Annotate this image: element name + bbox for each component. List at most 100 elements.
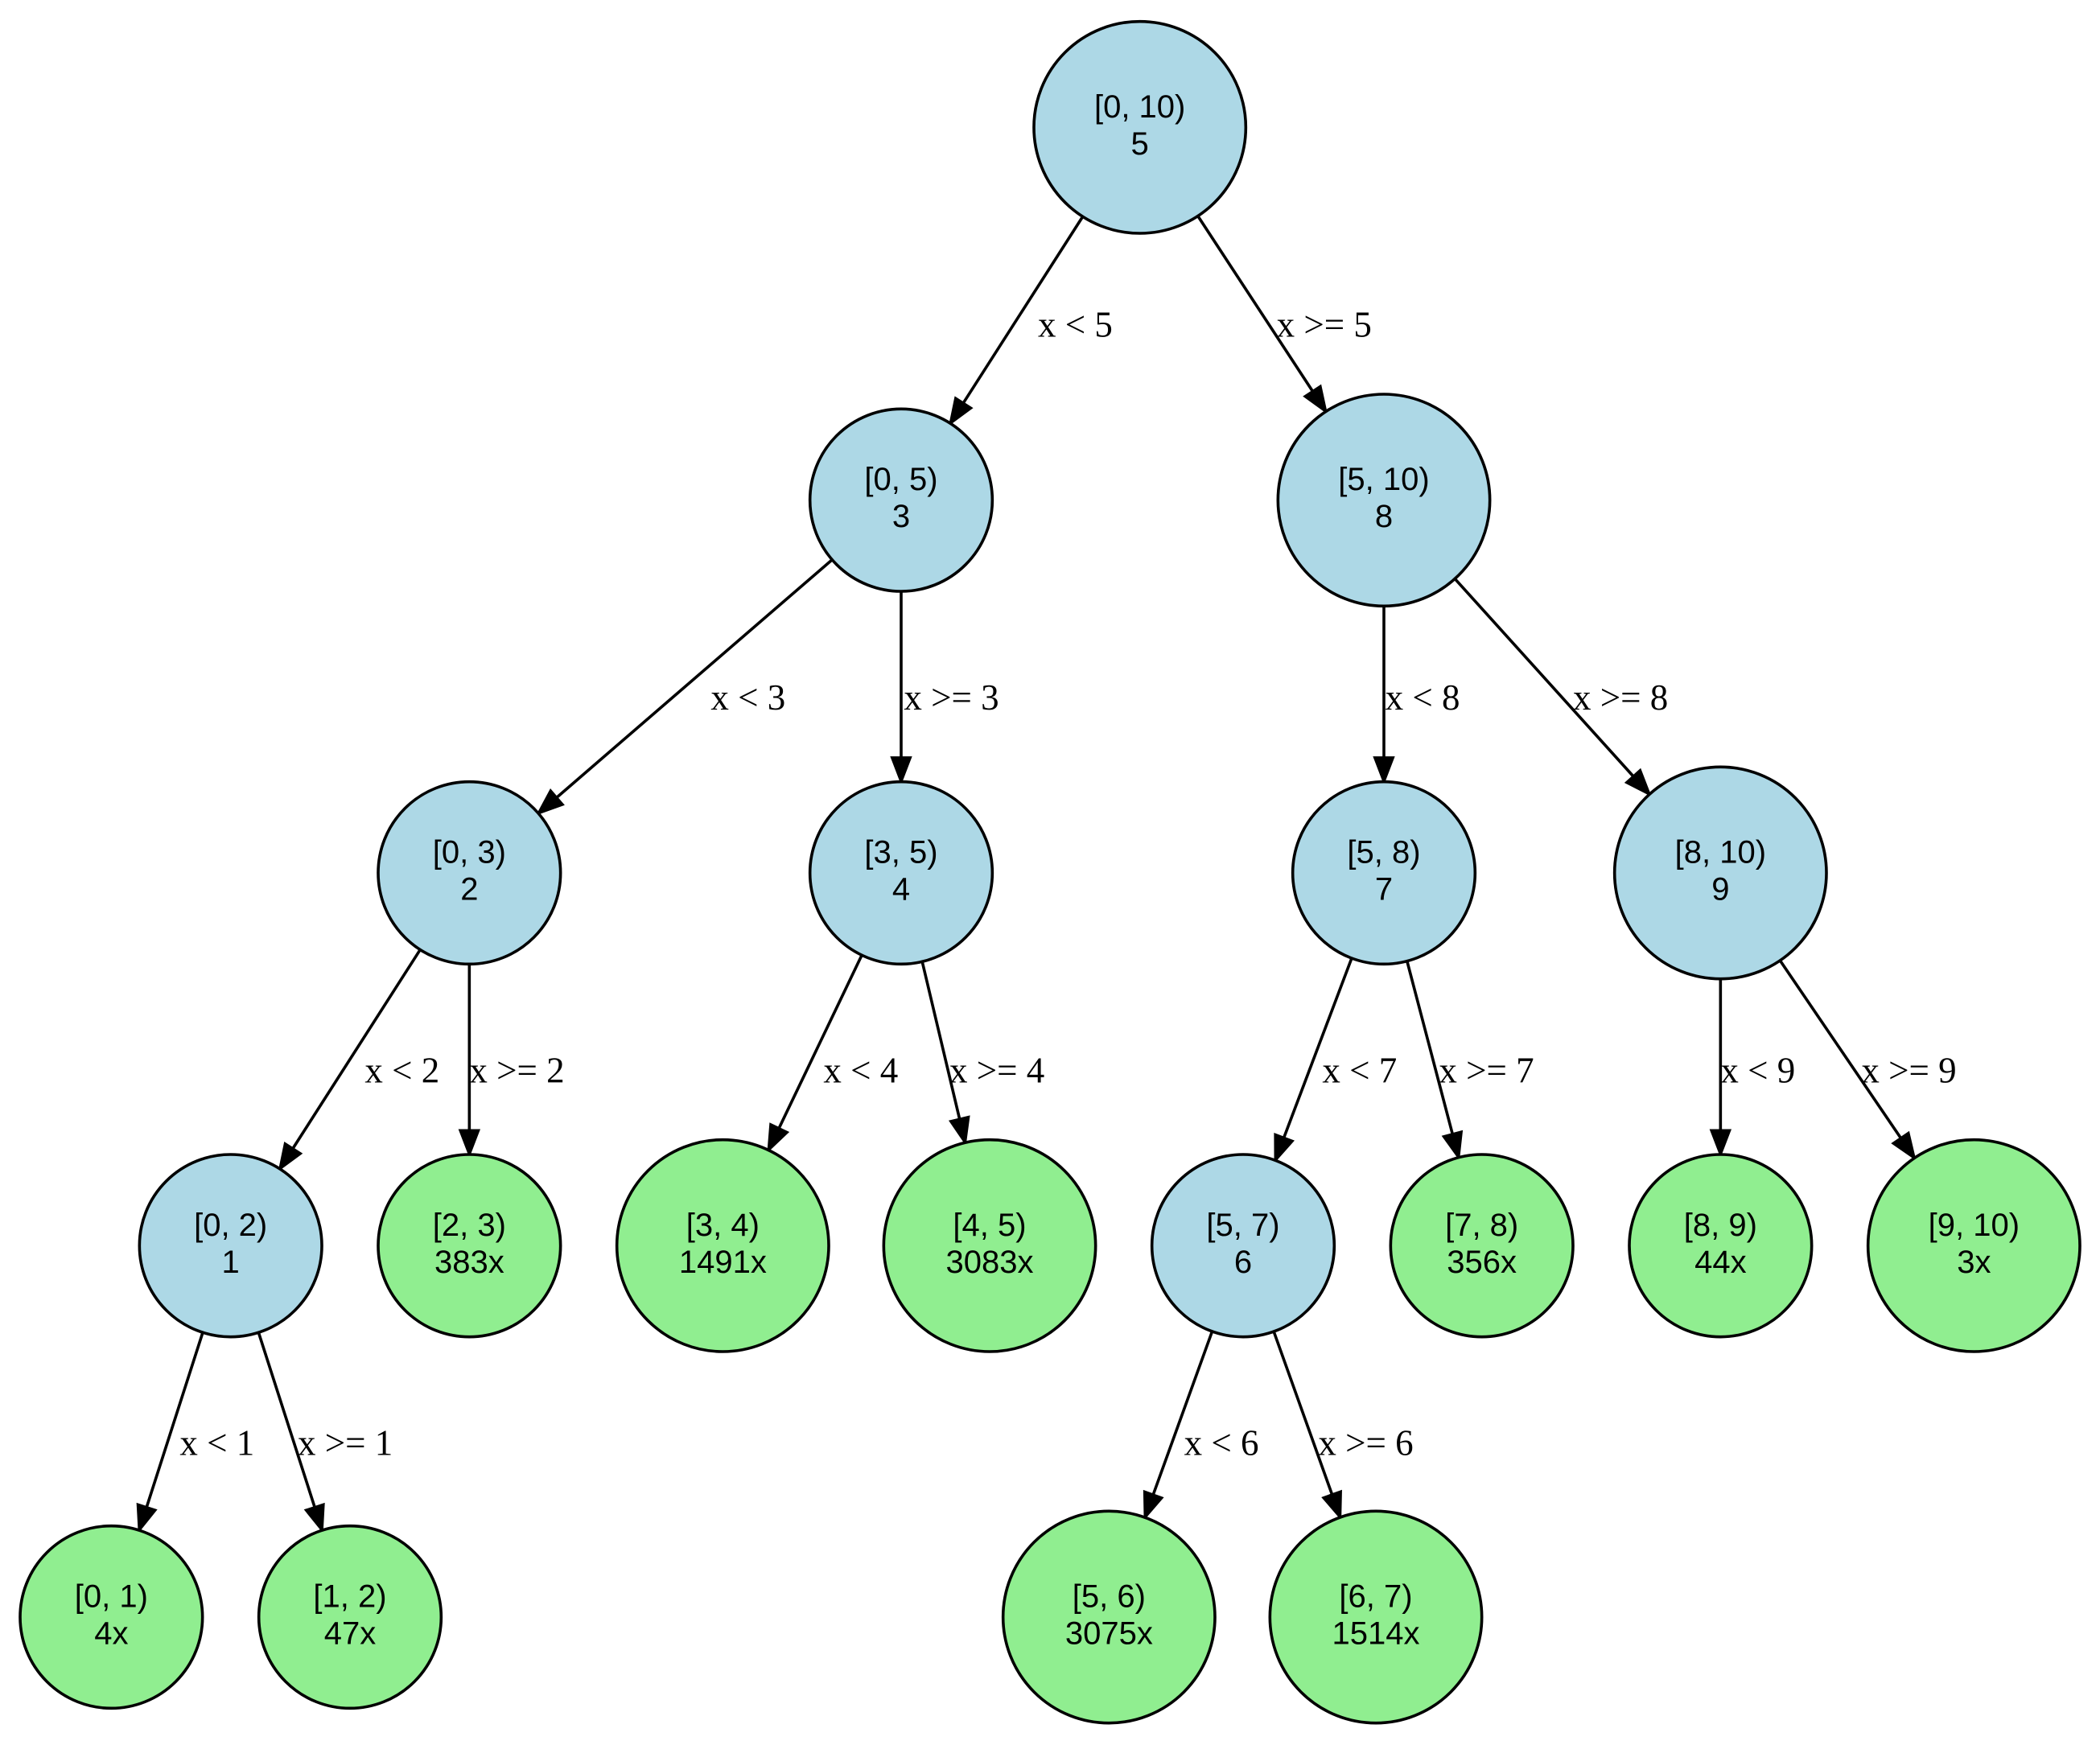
internal-node: [5, 8)7 <box>1291 780 1477 966</box>
edge-n0-n2: x >= 5 <box>1196 215 1372 415</box>
nodes-layer: [0, 10)5[0, 5)3[5, 10)8[0, 3)2[3, 5)4[5,… <box>19 19 2081 1725</box>
node-circle <box>882 1138 1097 1353</box>
edge-n6-n13: x < 9 <box>1709 978 1795 1159</box>
edge-label: x < 7 <box>1322 1050 1397 1090</box>
node-range-label: [0, 1) <box>75 1579 148 1615</box>
edge-label: x < 4 <box>823 1050 898 1090</box>
arrowhead-icon <box>948 1115 970 1146</box>
arrowhead-icon <box>303 1502 325 1534</box>
edge-label: x >= 5 <box>1277 305 1372 345</box>
node-circle <box>1291 780 1477 966</box>
edge-n0-n1: x < 5 <box>948 216 1113 426</box>
internal-node: [3, 5)4 <box>808 780 994 966</box>
edge-n5-n11: x < 7 <box>1274 957 1397 1164</box>
node-range-label: [0, 10) <box>1094 89 1185 125</box>
edge-label: x < 6 <box>1184 1423 1259 1463</box>
edge-label: x < 1 <box>179 1423 254 1463</box>
edge-line <box>1272 1331 1334 1496</box>
node-circle <box>1032 19 1248 235</box>
node-value-label: 7 <box>1375 872 1393 907</box>
node-range-label: [6, 7) <box>1339 1579 1412 1615</box>
edge-line <box>920 961 961 1120</box>
node-range-label: [0, 2) <box>194 1208 267 1243</box>
node-value-label: 1514x <box>1332 1616 1420 1652</box>
arrowhead-icon <box>1891 1130 1917 1161</box>
node-circle <box>808 407 994 593</box>
edge-line <box>257 1331 316 1508</box>
node-value-label: 5 <box>1131 126 1149 162</box>
edge-label: x >= 2 <box>469 1050 564 1090</box>
arrowhead-icon <box>458 1129 481 1159</box>
edge-n2-n6: x >= 8 <box>1453 578 1668 797</box>
arrowhead-icon <box>1624 768 1652 797</box>
edge-label: x < 3 <box>710 677 785 718</box>
internal-node: [5, 10)8 <box>1276 393 1492 608</box>
leaf-node: [5, 6)3075x <box>1001 1509 1217 1725</box>
node-value-label: 9 <box>1711 872 1729 907</box>
node-circle <box>377 780 562 966</box>
node-range-label: [5, 8) <box>1347 835 1420 870</box>
node-value-label: 3075x <box>1065 1616 1153 1652</box>
node-value-label: 8 <box>1375 499 1393 534</box>
edge-label: x < 5 <box>1038 305 1113 345</box>
node-range-label: [0, 5) <box>864 462 937 497</box>
node-range-label: [8, 10) <box>1675 835 1766 870</box>
arrowhead-icon <box>1709 1129 1732 1159</box>
edge-n5-n12: x >= 7 <box>1406 961 1534 1161</box>
node-value-label: 1491x <box>679 1245 767 1280</box>
node-circle <box>1150 1153 1336 1339</box>
edge-line <box>1196 215 1314 393</box>
node-value-label: 1 <box>222 1245 240 1280</box>
edge-line <box>145 1331 204 1508</box>
arrowhead-icon <box>1441 1130 1464 1161</box>
arrowhead-icon <box>1321 1489 1342 1521</box>
leaf-node: [3, 4)1491x <box>615 1138 830 1353</box>
arrowhead-icon <box>1373 756 1395 785</box>
node-value-label: 4x <box>94 1616 128 1652</box>
edge-n1-n3: x < 3 <box>535 558 834 816</box>
edge-line <box>1151 1331 1214 1496</box>
arrowhead-icon <box>1303 384 1328 415</box>
edge-n7-n16: x >= 1 <box>257 1331 393 1534</box>
edge-line <box>961 216 1085 404</box>
edge-line <box>777 954 863 1130</box>
leaf-node: [2, 3)383x <box>377 1153 562 1339</box>
internal-node: [0, 10)5 <box>1032 19 1248 235</box>
edge-n7-n15: x < 1 <box>136 1331 254 1534</box>
edge-line <box>1406 961 1455 1135</box>
edge-label: x >= 4 <box>949 1050 1044 1090</box>
node-value-label: 47x <box>324 1616 377 1652</box>
edge-label: x >= 7 <box>1439 1050 1534 1090</box>
leaf-node: [8, 9)44x <box>1628 1153 1814 1339</box>
internal-node: [8, 10)9 <box>1612 765 1828 981</box>
edge-n3-n7: x < 2 <box>278 949 439 1172</box>
edge-n11-n17: x < 6 <box>1143 1331 1259 1521</box>
edge-label: x < 9 <box>1720 1050 1795 1090</box>
node-range-label: [5, 7) <box>1206 1208 1279 1243</box>
edge-label: x >= 8 <box>1573 677 1668 718</box>
leaf-node: [7, 8)356x <box>1389 1153 1575 1339</box>
edge-line <box>1778 959 1902 1139</box>
node-range-label: [5, 10) <box>1338 462 1429 497</box>
edge-n6-n14: x >= 9 <box>1778 959 1957 1161</box>
node-value-label: 6 <box>1234 1245 1252 1280</box>
edge-n2-n5: x < 8 <box>1373 606 1460 785</box>
node-circle <box>1276 393 1492 608</box>
leaf-node: [4, 5)3083x <box>882 1138 1097 1353</box>
edge-label: x >= 3 <box>904 677 999 718</box>
edge-n1-n4: x >= 3 <box>890 591 999 785</box>
edges-layer: x < 5 x >= 5 x < 3 x >= 3 x < 8 x >= 8 x < 2 x … <box>136 215 1957 1534</box>
node-circle <box>615 1138 830 1353</box>
internal-node: [0, 5)3 <box>808 407 994 593</box>
arrowhead-icon <box>535 788 565 816</box>
arrowhead-icon <box>278 1141 303 1172</box>
node-range-label: [7, 8) <box>1445 1208 1518 1243</box>
arrowhead-icon <box>948 396 974 426</box>
node-circle <box>257 1524 443 1710</box>
leaf-node: [6, 7)1514x <box>1268 1509 1484 1725</box>
node-range-label: [5, 6) <box>1073 1579 1146 1615</box>
node-range-label: [0, 3) <box>433 835 506 870</box>
node-circle <box>138 1153 323 1339</box>
node-value-label: 4 <box>892 872 910 907</box>
